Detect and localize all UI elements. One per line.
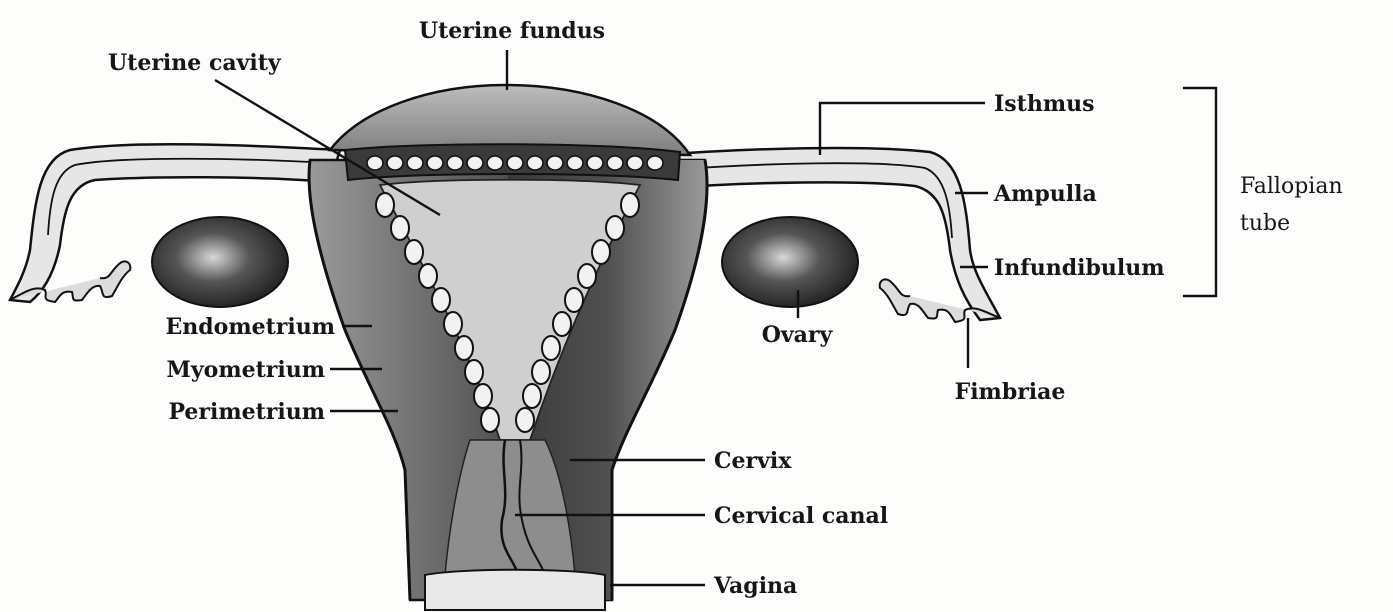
label-infundibulum: Infundibulum [994, 255, 1165, 281]
labels: Uterine fundus Uterine cavity Isthmus Am… [108, 18, 1343, 599]
label-ampulla: Ampulla [993, 181, 1097, 207]
label-cervical-canal: Cervical canal [714, 503, 888, 529]
label-endometrium: Endometrium [166, 314, 335, 340]
label-perimetrium: Perimetrium [168, 399, 325, 425]
label-fallopian-tube-line2: tube [1240, 211, 1290, 236]
ovary-right [722, 217, 858, 307]
label-uterine-cavity: Uterine cavity [108, 50, 282, 76]
label-vagina: Vagina [713, 573, 797, 599]
endometrial-glands-fundus [367, 156, 663, 170]
label-fallopian-tube-line1: Fallopian [1240, 174, 1343, 199]
label-isthmus: Isthmus [994, 91, 1095, 117]
label-uterine-fundus: Uterine fundus [419, 18, 605, 44]
ovary-left [152, 217, 288, 307]
label-cervix: Cervix [714, 448, 792, 474]
label-myometrium: Myometrium [167, 357, 325, 383]
label-ovary: Ovary [762, 322, 834, 348]
label-fimbriae: Fimbriae [955, 379, 1066, 405]
bracket-fallopian-tube [1183, 88, 1216, 296]
